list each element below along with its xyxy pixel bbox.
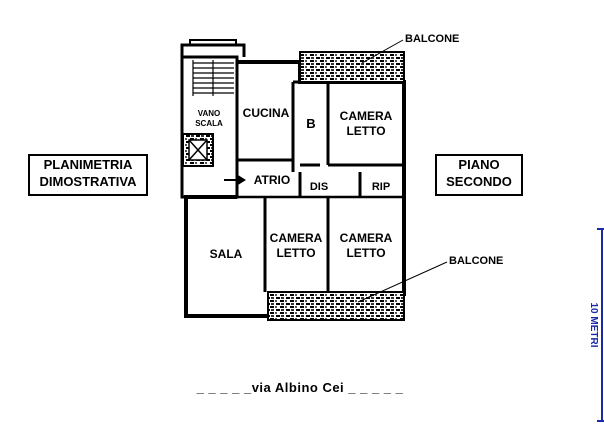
room-camera-top-line2: LETTO: [346, 124, 385, 138]
room-bagno: B: [306, 116, 315, 131]
street-label: _ _ _ _ _via Albino Cei _ _ _ _ _: [196, 380, 404, 395]
floor-level-box: PIANO SECONDO: [435, 154, 523, 196]
room-atrio: ATRIO: [254, 173, 290, 187]
room-camera-top-line1: CAMERA: [340, 109, 393, 123]
interior-walls: [235, 62, 404, 292]
room-vano-scala-line2: SCALA: [195, 119, 223, 128]
room-dis: DIS: [310, 181, 328, 193]
plan-title-box: PLANIMETRIA DIMOSTRATIVA: [28, 154, 148, 196]
plan-title-line2: DIMOSTRATIVA: [39, 174, 137, 189]
balcony-top-label: BALCONE: [405, 33, 459, 45]
stairwell: [180, 39, 246, 199]
room-camera-right-line2: LETTO: [346, 246, 385, 260]
balcony-top: [299, 51, 405, 83]
balcony-top-leader: [361, 39, 404, 64]
room-rip: RIP: [372, 181, 390, 193]
room-vano-scala-line1: VANO: [198, 109, 221, 118]
floor-level-line1: PIANO: [458, 157, 500, 172]
room-camera-mid-line1: CAMERA: [270, 231, 323, 245]
entrance-arrow-icon: [224, 175, 246, 185]
room-camera-right-line1: CAMERA: [340, 231, 393, 245]
scale-bar-label: 10 METRI: [588, 302, 599, 347]
balcony-bottom: [267, 291, 405, 321]
balcony-bottom-label: BALCONE: [449, 255, 503, 267]
floor-level-line2: SECONDO: [446, 174, 512, 189]
room-camera-mid-line2: LETTO: [276, 246, 315, 260]
balcony-bottom-leader: [357, 261, 448, 303]
plan-title-line1: PLANIMETRIA: [43, 157, 133, 172]
room-sala: SALA: [210, 247, 243, 261]
scale-bar: [597, 228, 604, 422]
room-cucina: CUCINA: [243, 106, 290, 120]
